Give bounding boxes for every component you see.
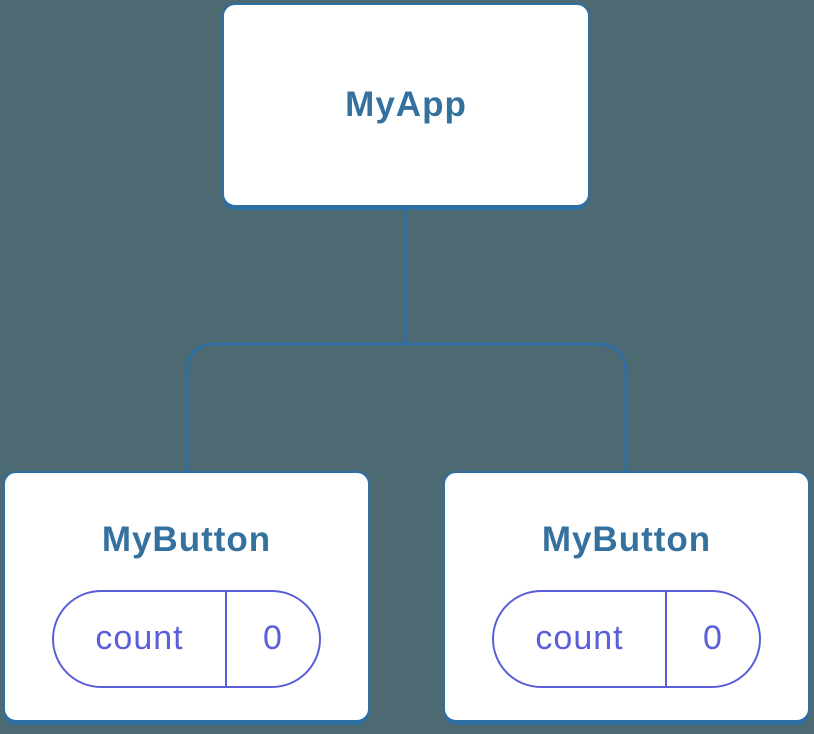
state-pill: count 0 bbox=[492, 589, 761, 688]
node-mybutton-right-label: MyButton bbox=[541, 519, 712, 559]
node-myapp: MyApp bbox=[222, 3, 590, 207]
node-mybutton-right: MyButton count 0 bbox=[443, 471, 810, 722]
connector-bracket bbox=[185, 342, 628, 471]
state-value: 0 bbox=[263, 619, 283, 657]
state-name: count bbox=[54, 591, 227, 686]
node-mybutton-left-label: MyButton bbox=[101, 519, 272, 559]
state-name: count bbox=[494, 591, 667, 686]
node-myapp-label: MyApp bbox=[345, 85, 467, 124]
node-mybutton-left: MyButton count 0 bbox=[3, 471, 370, 722]
state-value: 0 bbox=[703, 619, 723, 657]
state-pill: count 0 bbox=[52, 589, 321, 688]
